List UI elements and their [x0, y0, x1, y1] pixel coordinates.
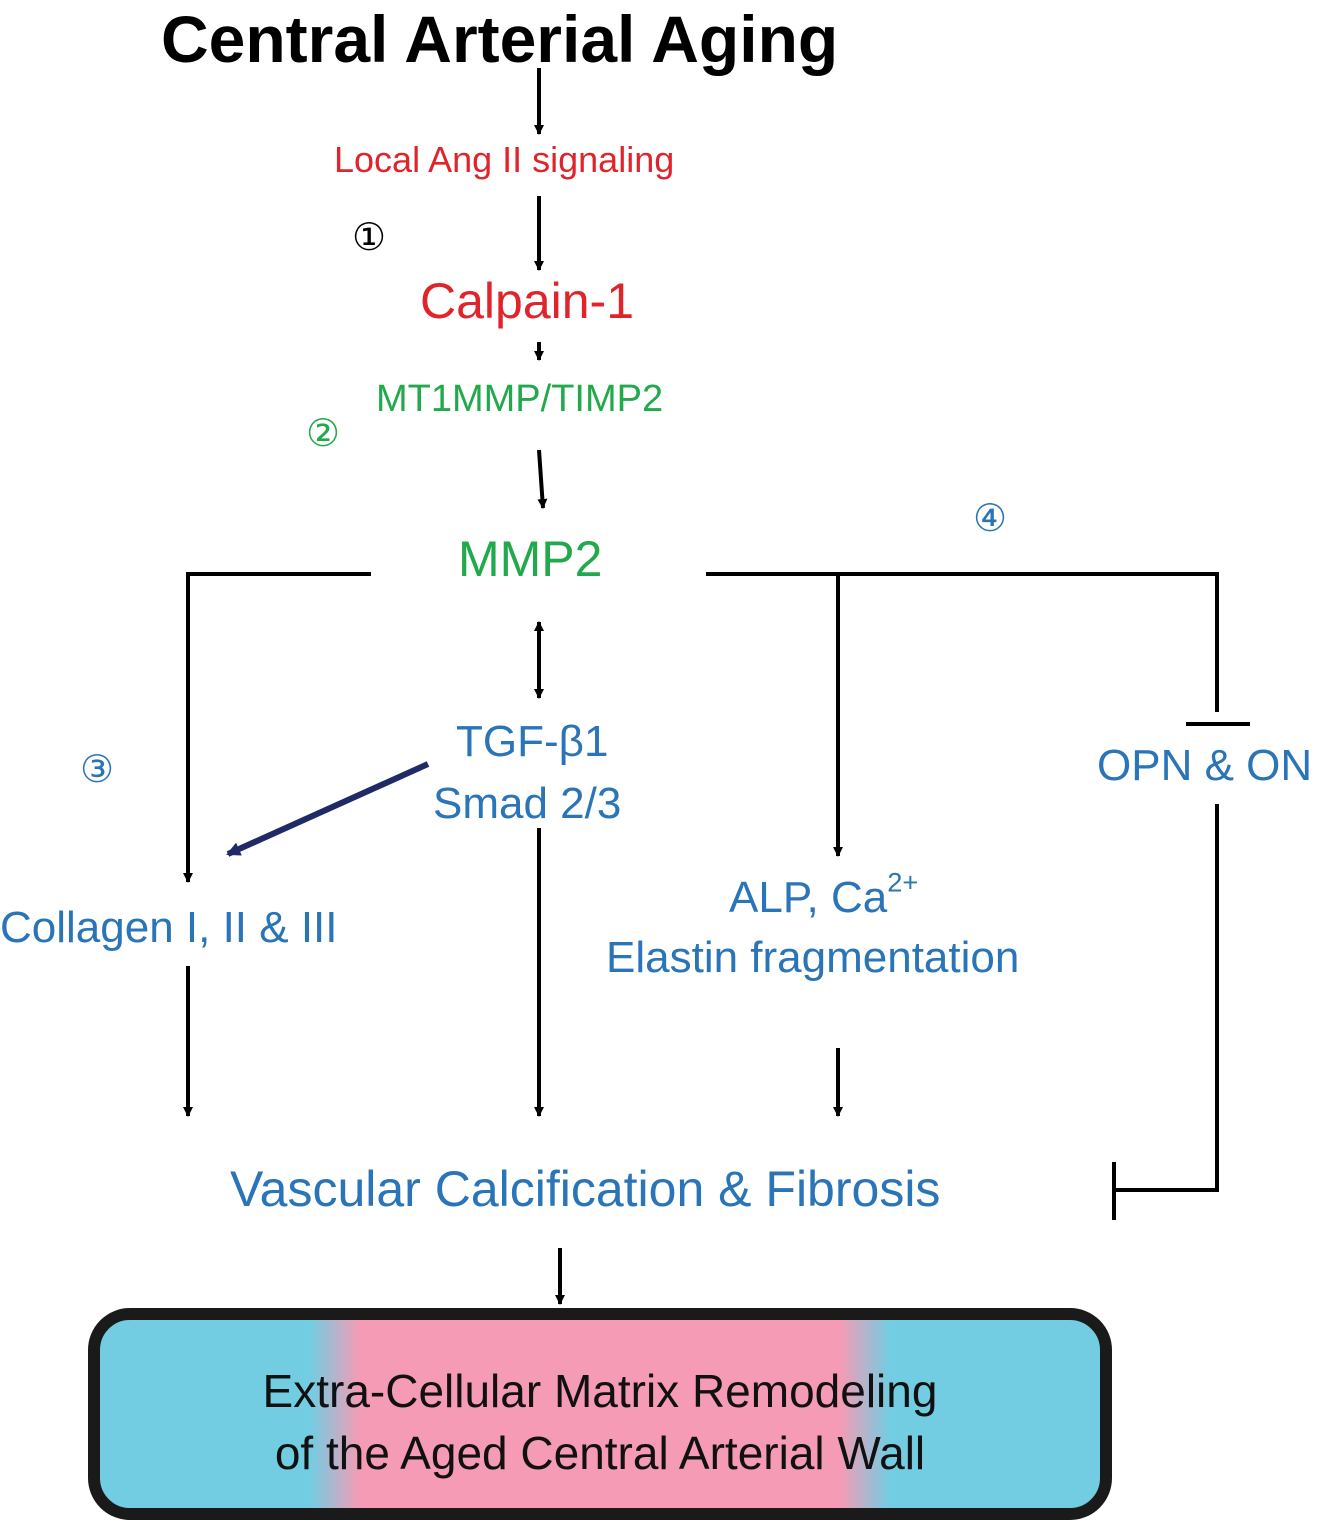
arrow-tgf-to-collagen: [226, 761, 430, 857]
alp-ca-label: ALP, Ca: [729, 873, 888, 922]
node-mmp2: MMP2: [458, 531, 603, 587]
ecm-remodeling-box: Extra-Cellular Matrix Remodeling of the …: [88, 1308, 1112, 1520]
node-opn-on: OPN & ON: [1097, 741, 1313, 790]
node-calpain-1: Calpain-1: [420, 273, 635, 329]
node-collagen: Collagen I, II & III: [0, 903, 338, 952]
node-alp-ca: ALP, Ca2+: [729, 868, 918, 922]
step-2-marker: ②: [306, 411, 341, 455]
step-3-marker: ③: [80, 747, 115, 791]
step-1-marker: ①: [352, 215, 387, 259]
line-opn-inhibit-vascular: [1116, 804, 1219, 1192]
node-local-ang2: Local Ang II signaling: [334, 139, 675, 180]
step-4-marker: ④: [973, 496, 1008, 540]
node-smad-2-3: Smad 2/3: [433, 779, 622, 828]
ecm-remodeling-text: Extra-Cellular Matrix Remodeling of the …: [100, 1360, 1100, 1484]
ca-charge-superscript: 2+: [887, 866, 919, 898]
node-vascular-calcification-fibrosis: Vascular Calcification & Fibrosis: [230, 1161, 941, 1217]
node-tgf-beta1: TGF-β1: [456, 717, 609, 766]
node-elastin-fragmentation: Elastin fragmentation: [606, 933, 1020, 982]
ecm-line-2: of the Aged Central Arterial Wall: [274, 1427, 926, 1479]
line-mmp2-right-branch: [706, 572, 1219, 712]
node-mt1mmp-timp2: MT1MMP/TIMP2: [376, 378, 664, 420]
ecm-line-1: Extra-Cellular Matrix Remodeling: [262, 1365, 938, 1417]
arrow-mt1mmp-to-mmp2: [537, 449, 548, 509]
line-mmp2-to-collagen: [183, 572, 371, 883]
diagram-title: Central Arterial Aging: [161, 2, 839, 76]
